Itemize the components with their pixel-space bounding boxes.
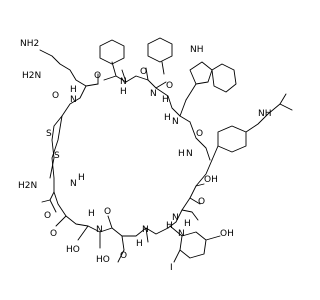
- atom-n-phe2: N: [150, 89, 157, 99]
- atom-o-tyr: O: [196, 129, 203, 139]
- disulfide-bridge: [51, 115, 63, 193]
- atom-n-tyr2: N: [142, 225, 149, 235]
- atom-labels: NH2 H2N O N H N H O O N H NH O N H NH O …: [18, 39, 272, 273]
- atom-h-lys: H: [70, 85, 77, 95]
- atom-o-lys: O: [52, 91, 59, 101]
- atom-o-thr3: O: [198, 197, 205, 207]
- atom-h-thr2: H: [166, 221, 173, 231]
- atom-o-ser: O: [104, 207, 111, 217]
- atom-h-phe1: H: [120, 87, 127, 97]
- bottom-backbone-bonds: [53, 191, 169, 237]
- benzyl-ring-1: [99, 39, 125, 65]
- atom-nh2-lys: NH2: [20, 39, 39, 49]
- atom-o-amide: O: [44, 211, 51, 221]
- atom-iodo: I: [170, 263, 173, 273]
- atom-nh-amine: NH: [258, 109, 272, 119]
- lysine-backbone-bonds: [49, 85, 87, 179]
- atom-o-phe2: O: [140, 67, 147, 77]
- lysine-side-chain-bonds: [39, 49, 87, 87]
- atom-n-phe1: N: [120, 77, 127, 87]
- atom-s1: S: [46, 129, 52, 139]
- atom-h-ser: H: [88, 209, 95, 219]
- atom-h-tyr2: H: [136, 239, 143, 249]
- atom-n-lys: N: [70, 95, 77, 105]
- atom-o-phe1: O: [94, 71, 101, 81]
- atom-o-trp: O: [166, 81, 173, 91]
- aryl-ring-aminomethyl: [217, 125, 247, 153]
- atom-h-phe2: H: [162, 95, 169, 105]
- atom-s2: S: [54, 151, 60, 161]
- benzyl-ring-2: [147, 37, 173, 63]
- indole-benzene-ring: [211, 63, 237, 93]
- atom-o-cys: O: [50, 229, 57, 239]
- atom-o-thr2: O: [120, 251, 127, 261]
- atom-n-trp: N: [172, 117, 179, 127]
- atom-oh-thr1: OH: [204, 175, 218, 185]
- atom-oh-thr2: HO: [96, 255, 110, 265]
- phe-backbone-bonds: [103, 75, 191, 123]
- indole-pyrrole-ring: [189, 61, 213, 85]
- atom-h2n-amide: H2N: [18, 181, 37, 191]
- bond-skeleton: [39, 37, 293, 263]
- atom-h2n-top: H2N: [22, 71, 41, 81]
- atom-h-cys: H: [78, 173, 85, 183]
- atom-n-thr1: N: [186, 149, 193, 159]
- atom-n-thr3: N: [178, 229, 185, 239]
- atom-h-thr1: H: [178, 149, 185, 159]
- atom-h-thr3: H: [184, 219, 191, 229]
- atom-n-cys: N: [70, 179, 77, 189]
- atom-n-thr2: N: [172, 213, 179, 223]
- atom-h-trp: H: [164, 113, 171, 123]
- atom-n-ser: N: [96, 225, 103, 235]
- atom-oh-phenol: OH: [220, 229, 234, 239]
- atom-oh-ser: HO: [66, 245, 80, 255]
- atom-nh-indole: NH: [190, 45, 204, 55]
- molecule-structure-diagram: NH2 H2N O N H N H O O N H NH O N H NH O …: [18, 37, 293, 273]
